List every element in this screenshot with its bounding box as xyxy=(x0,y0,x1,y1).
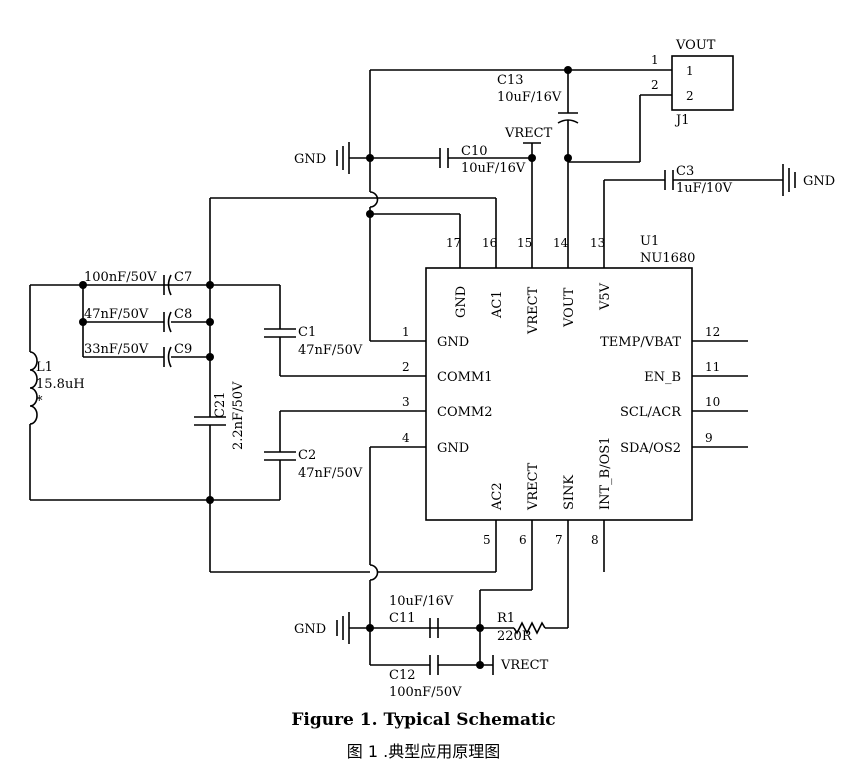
pin-number: 15 xyxy=(517,236,532,250)
c2-ref: C2 xyxy=(298,448,316,463)
c8-value: 47nF/50V xyxy=(84,307,149,322)
l1-dot-mark: * xyxy=(36,394,43,409)
c21-ref: C21 xyxy=(213,392,228,419)
pin-number: 10 xyxy=(705,395,720,409)
c3-ref: C3 xyxy=(676,164,694,179)
r1-value: 220R xyxy=(497,629,533,644)
pin-name: AC2 xyxy=(490,482,505,511)
pin-number: 7 xyxy=(555,533,563,547)
gnd-right-label: GND xyxy=(803,174,835,189)
pin-name: GND xyxy=(437,441,469,456)
pin-number: 12 xyxy=(705,325,720,339)
connector-wire-label: 1 xyxy=(651,53,659,67)
pin-name: AC1 xyxy=(490,290,505,319)
pin-name: SINK xyxy=(562,475,577,510)
ic-part: NU1680 xyxy=(640,251,695,266)
pin-number: 8 xyxy=(591,533,599,547)
c11-value: 10uF/16V xyxy=(389,594,454,609)
pin-number: 13 xyxy=(590,236,605,250)
pin-name: TEMP/VBAT xyxy=(600,335,681,350)
c12-ref: C12 xyxy=(389,668,416,683)
pin-number: 2 xyxy=(402,360,410,374)
pin-number: 1 xyxy=(402,325,410,339)
l1-value: 15.8uH xyxy=(36,377,85,392)
c11-ref: C11 xyxy=(389,611,416,626)
pin-number: 4 xyxy=(402,431,410,445)
c13-value: 10uF/16V xyxy=(497,90,562,105)
vrect-top-label: VRECT xyxy=(504,126,553,141)
gnd-bottom-label: GND xyxy=(294,622,326,637)
connector-j1 xyxy=(671,55,734,111)
c9-ref: C9 xyxy=(174,342,192,357)
c7-value: 100nF/50V xyxy=(84,270,157,285)
c7-ref: C7 xyxy=(174,270,192,285)
pin-name: VRECT xyxy=(526,286,541,335)
c12-value: 100nF/50V xyxy=(389,685,462,700)
connector-wire-label: 2 xyxy=(651,78,659,92)
pin-name: EN_B xyxy=(644,370,681,385)
pin-number: 17 xyxy=(446,236,461,250)
pin-name: SDA/OS2 xyxy=(620,441,681,456)
gnd-top-label: GND xyxy=(294,152,326,167)
pin-name: VRECT xyxy=(526,462,541,511)
connector-pin: 2 xyxy=(686,89,694,103)
c21-value: 2.2nF/50V xyxy=(231,381,246,450)
pin-name: GND xyxy=(454,286,469,318)
pin-number: 5 xyxy=(483,533,491,547)
pin-number: 6 xyxy=(519,533,527,547)
c1-value: 47nF/50V xyxy=(298,343,363,358)
ic-body xyxy=(425,267,693,521)
c9-value: 33nF/50V xyxy=(84,342,149,357)
r1-ref: R1 xyxy=(497,611,515,626)
pin-name: V5V xyxy=(598,282,613,311)
figure-subtitle: 图 1 .典型应用原理图 xyxy=(346,742,501,761)
c10-ref: C10 xyxy=(461,144,488,159)
c10-value: 10uF/16V xyxy=(461,161,526,176)
c3-value: 1uF/10V xyxy=(676,181,733,196)
figure-title: Figure 1. Typical Schematic xyxy=(291,710,556,730)
pin-number: 14 xyxy=(553,236,569,250)
pin-name: COMM2 xyxy=(437,405,493,420)
c13-ref: C13 xyxy=(497,73,524,88)
pin-number: 11 xyxy=(705,360,720,374)
c2-value: 47nF/50V xyxy=(298,466,363,481)
pin-number: 16 xyxy=(482,236,497,250)
connector-pin: 1 xyxy=(686,64,694,78)
ic-ref: U1 xyxy=(640,234,659,249)
junction-dots xyxy=(79,66,572,669)
c8-ref: C8 xyxy=(174,307,192,322)
connector-name: VOUT xyxy=(675,38,716,53)
connector-ref: J1 xyxy=(674,113,689,128)
pin-name: COMM1 xyxy=(437,370,493,385)
pin-name: GND xyxy=(437,335,469,350)
pin-number: 3 xyxy=(402,395,410,409)
vrect-bottom-label: VRECT xyxy=(500,658,549,673)
pin-number: 9 xyxy=(705,431,713,445)
pin-name: INT_B/OS1 xyxy=(598,437,613,510)
c1-ref: C1 xyxy=(298,325,316,340)
pin-name: VOUT xyxy=(562,287,577,328)
schematic-diagram: U1 NU1680 17 16 15 14 13 GND AC1 VRECT V… xyxy=(29,38,835,700)
l1-ref: L1 xyxy=(36,360,53,375)
pin-name: SCL/ACR xyxy=(620,405,682,420)
